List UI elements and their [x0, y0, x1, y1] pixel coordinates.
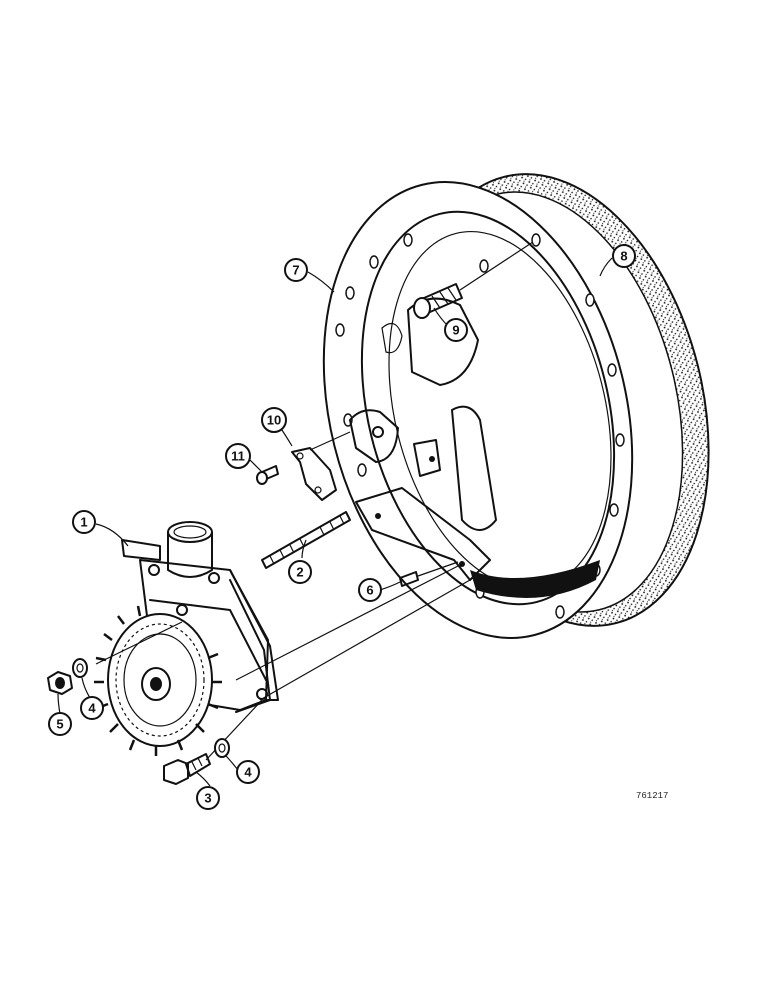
callout-2: 2 — [288, 560, 312, 584]
flywheel-housing — [322, 181, 634, 639]
callout-8: 8 — [612, 244, 636, 268]
bracket-10 — [291, 447, 337, 501]
svg-text:3: 3 — [204, 791, 211, 806]
svg-text:8: 8 — [620, 249, 627, 264]
screw-11 — [256, 465, 279, 485]
svg-text:4: 4 — [244, 765, 252, 780]
callout-4a: 4 — [80, 696, 104, 720]
callout-3: 3 — [196, 786, 220, 810]
washer-4a — [72, 658, 88, 678]
svg-text:11: 11 — [231, 449, 245, 464]
svg-text:9: 9 — [452, 323, 459, 338]
svg-text:6: 6 — [366, 583, 373, 598]
capscrew-9 — [413, 283, 463, 319]
capscrew-3 — [163, 753, 211, 785]
figure-code: 761217 — [636, 791, 668, 801]
callout-9: 9 — [444, 318, 468, 342]
dowel-pin-6 — [399, 571, 419, 587]
svg-text:7: 7 — [292, 263, 299, 278]
callout-5: 5 — [48, 712, 72, 736]
nut-5 — [47, 671, 73, 695]
svg-text:4: 4 — [88, 701, 96, 716]
svg-text:1: 1 — [80, 515, 87, 530]
svg-text:2: 2 — [296, 565, 303, 580]
drive-gear — [107, 613, 213, 747]
callout-11: 11 — [225, 443, 251, 469]
callout-1: 1 — [72, 510, 96, 534]
svg-text:5: 5 — [56, 717, 63, 732]
callout-6: 6 — [358, 578, 382, 602]
callout-4b: 4 — [236, 760, 260, 784]
svg-text:10: 10 — [267, 413, 281, 428]
stud-2 — [261, 511, 351, 569]
callout-10: 10 — [261, 407, 287, 433]
callout-7: 7 — [284, 258, 308, 282]
washer-4b — [214, 738, 230, 758]
